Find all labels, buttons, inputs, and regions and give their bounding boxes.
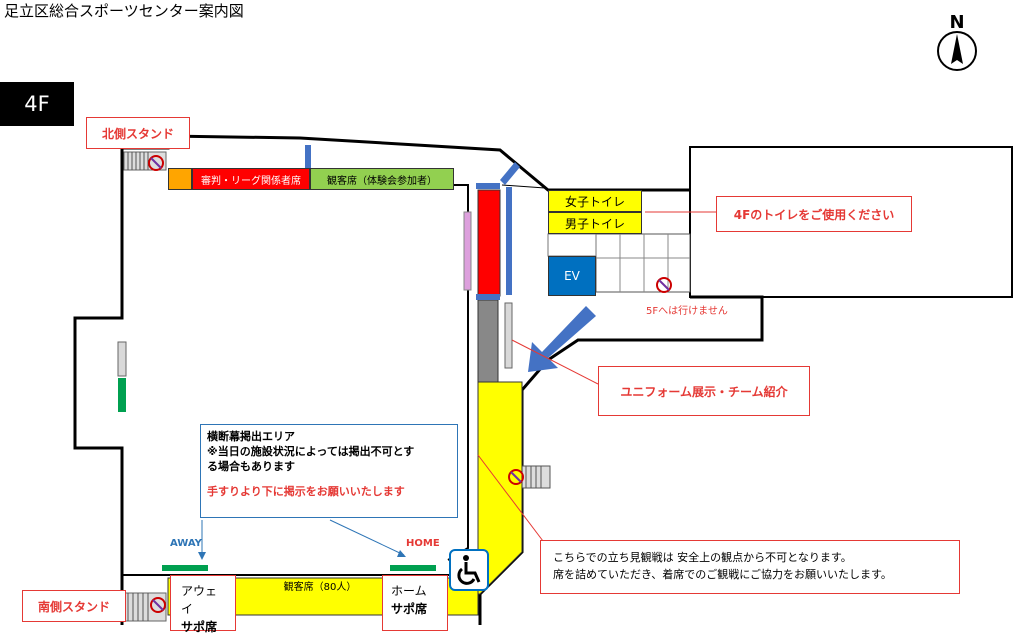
compass-icon: N [937,12,977,71]
officials-seats: 審判・リーグ関係者席 [192,168,310,190]
banner-area-note: 横断幕掲出エリア ※当日の施設状況によっては掲出不可とす る場合もあります 手す… [200,424,458,518]
banner-note-line1: 横断幕掲出エリア [207,430,295,443]
no-entry-icon [656,277,672,293]
orange-seat-block [168,168,192,190]
away-supporter-box: アウェイ サポ席 [170,575,236,634]
away-supporter-line2: サポ席 [181,620,218,634]
home-supporter-box: ホーム サポ席 [382,575,448,631]
south-stand-callout: 南側スタンド [22,590,126,622]
no-entry-icon [148,155,164,171]
compass-n-label: N [949,12,964,33]
event-participant-seats: 観客席（体験会参加者） [310,168,454,190]
away-supporter-line1: アウェイ [181,584,218,616]
floor-badge: 4F [0,82,74,126]
wheelchair-icon [449,549,489,591]
home-supporter-line1: ホーム [391,584,427,598]
banner-note-line4: 手すりより下に掲示をお願いいたします [207,485,405,498]
standing-note-line1: こちらでの立ち見観戦は 安全上の観点から不可となります。 [553,551,852,564]
elevator: EV [548,256,596,296]
banner-note-line2: ※当日の施設状況によっては掲出不可とす [207,445,415,458]
womens-toilet: 女子トイレ [548,190,642,212]
arrow-icon [528,306,596,372]
home-supporter-line2: サポ席 [391,602,428,616]
no-entry-icon [508,469,524,485]
map-title: 足立区総合スポーツセンター案内図 [4,2,244,20]
no-5f-note: 5Fへは行けません [646,306,728,317]
north-stand-callout: 北側スタンド [86,117,190,149]
uniform-display-callout: ユニフォーム展示・チーム紹介 [598,366,810,416]
mens-toilet: 男子トイレ [548,212,642,234]
no-entry-icon [150,597,166,613]
home-label: HOME [406,538,440,549]
standing-viewing-note: こちらでの立ち見観戦は 安全上の観点から不可となります。 席を詰めていただき、着… [540,540,960,594]
away-label: AWAY [170,538,202,549]
standing-note-line2: 席を詰めていただき、着席でのご観戦にご協力をお願いいたします。 [553,568,892,581]
use-4f-toilet-callout: 4Fのトイレをご使用ください [716,196,912,232]
banner-note-line3: る場合もあります [207,460,295,473]
south-seats-label: 観客席（80人） [283,582,357,593]
